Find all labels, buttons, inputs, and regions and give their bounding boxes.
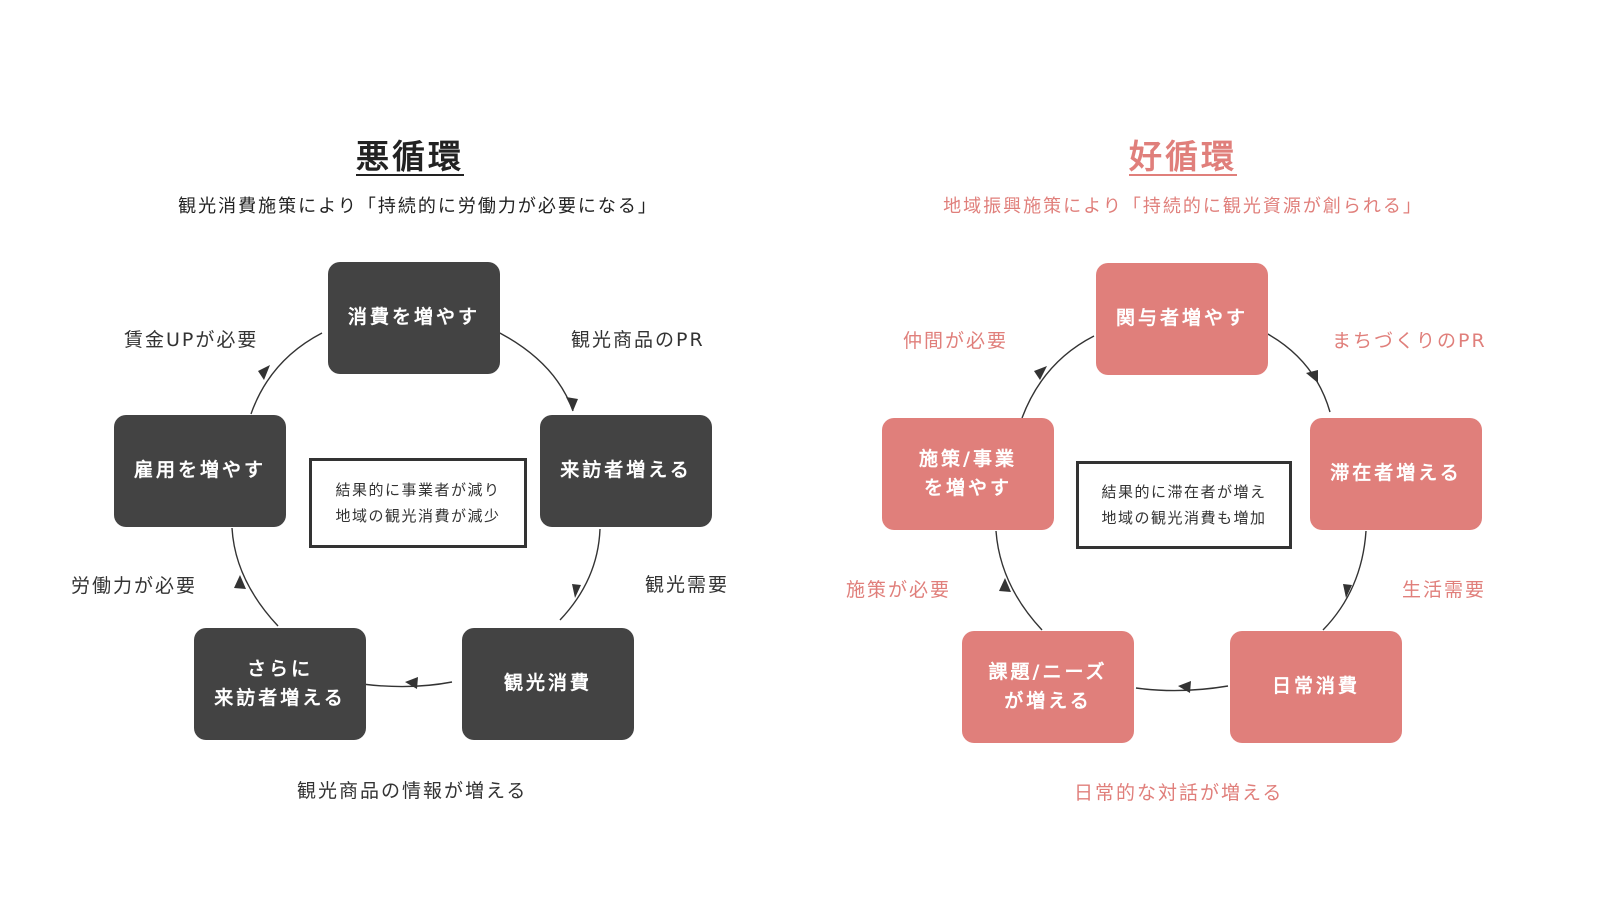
good-node-residents: 滞在者増える — [1310, 418, 1482, 530]
good-node-initiatives-line2: を増やす — [923, 477, 1012, 499]
bad-node-more-visitors-line2: 来訪者増える — [214, 687, 346, 709]
good-cycle-result-box: 結果的に滞在者が増え 地域の観光消費も増加 — [1076, 461, 1292, 549]
bad-node-employment: 雇用を増やす — [114, 415, 286, 527]
good-edge-label-pr: まちづくりのPR — [1332, 330, 1487, 352]
good-node-needs-line1: 課題/ニーズ — [988, 660, 1108, 683]
bad-node-tourism-spend: 観光消費 — [462, 628, 634, 740]
bad-edge-label-wage: 賃金UPが必要 — [124, 329, 259, 351]
good-node-initiatives-line1: 施策/事業 — [919, 447, 1017, 470]
good-node-needs: 課題/ニーズ が増える — [962, 631, 1134, 743]
bad-cycle-subtitle: 観光消費施策により「持続的に労働力が必要になる」 — [178, 196, 658, 217]
bad-node-more-visitors: さらに 来訪者増える — [194, 628, 366, 740]
bad-result-line2: 地域の観光消費が減少 — [335, 507, 501, 525]
bad-node-visitors-label: 来訪者増える — [560, 459, 692, 482]
bad-node-spend: 消費を増やす — [328, 262, 500, 374]
bad-node-visitors: 来訪者増える — [540, 415, 712, 527]
bad-result-line1: 結果的に事業者が減り — [335, 480, 501, 499]
good-cycle-title: 好循環 — [1129, 137, 1237, 176]
good-node-daily-spend-label: 日常消費 — [1271, 675, 1360, 698]
good-node-daily-spend: 日常消費 — [1230, 631, 1402, 743]
good-cycle-subtitle: 地域振興施策により「持続的に観光資源が創られる」 — [943, 196, 1423, 217]
bad-cycle-result-box: 結果的に事業者が減り 地域の観光消費が減少 — [309, 458, 527, 548]
good-node-needs-line2: が増える — [1004, 690, 1092, 712]
bad-node-spend-label: 消費を増やす — [347, 306, 480, 329]
good-edge-label-peers: 仲間が必要 — [903, 330, 1009, 352]
good-result-line2: 地域の観光消費も増加 — [1101, 509, 1267, 527]
bad-edge-label-pr: 観光商品のPR — [571, 329, 705, 351]
bad-edge-label-demand: 観光需要 — [645, 574, 730, 596]
bad-edge-label-info: 観光商品の情報が増える — [297, 780, 528, 802]
good-result-line1: 結果的に滞在者が増え — [1101, 482, 1267, 501]
good-node-initiatives: 施策/事業 を増やす — [882, 418, 1054, 530]
bad-node-employment-label: 雇用を増やす — [133, 459, 266, 482]
good-node-residents-label: 滞在者増える — [1330, 462, 1462, 485]
bad-node-more-visitors-line1: さらに — [246, 657, 313, 680]
good-edge-label-demand: 生活需要 — [1402, 579, 1487, 601]
good-node-stakeholders: 関与者増やす — [1096, 263, 1268, 375]
good-edge-label-policy: 施策が必要 — [846, 579, 952, 601]
bad-edge-label-labor: 労働力が必要 — [71, 575, 198, 597]
good-node-stakeholders-label: 関与者増やす — [1115, 307, 1248, 330]
bad-cycle-title: 悪循環 — [356, 137, 464, 176]
good-edge-label-dialogue: 日常的な対話が増える — [1074, 782, 1284, 804]
bad-node-tourism-spend-label: 観光消費 — [503, 672, 592, 695]
